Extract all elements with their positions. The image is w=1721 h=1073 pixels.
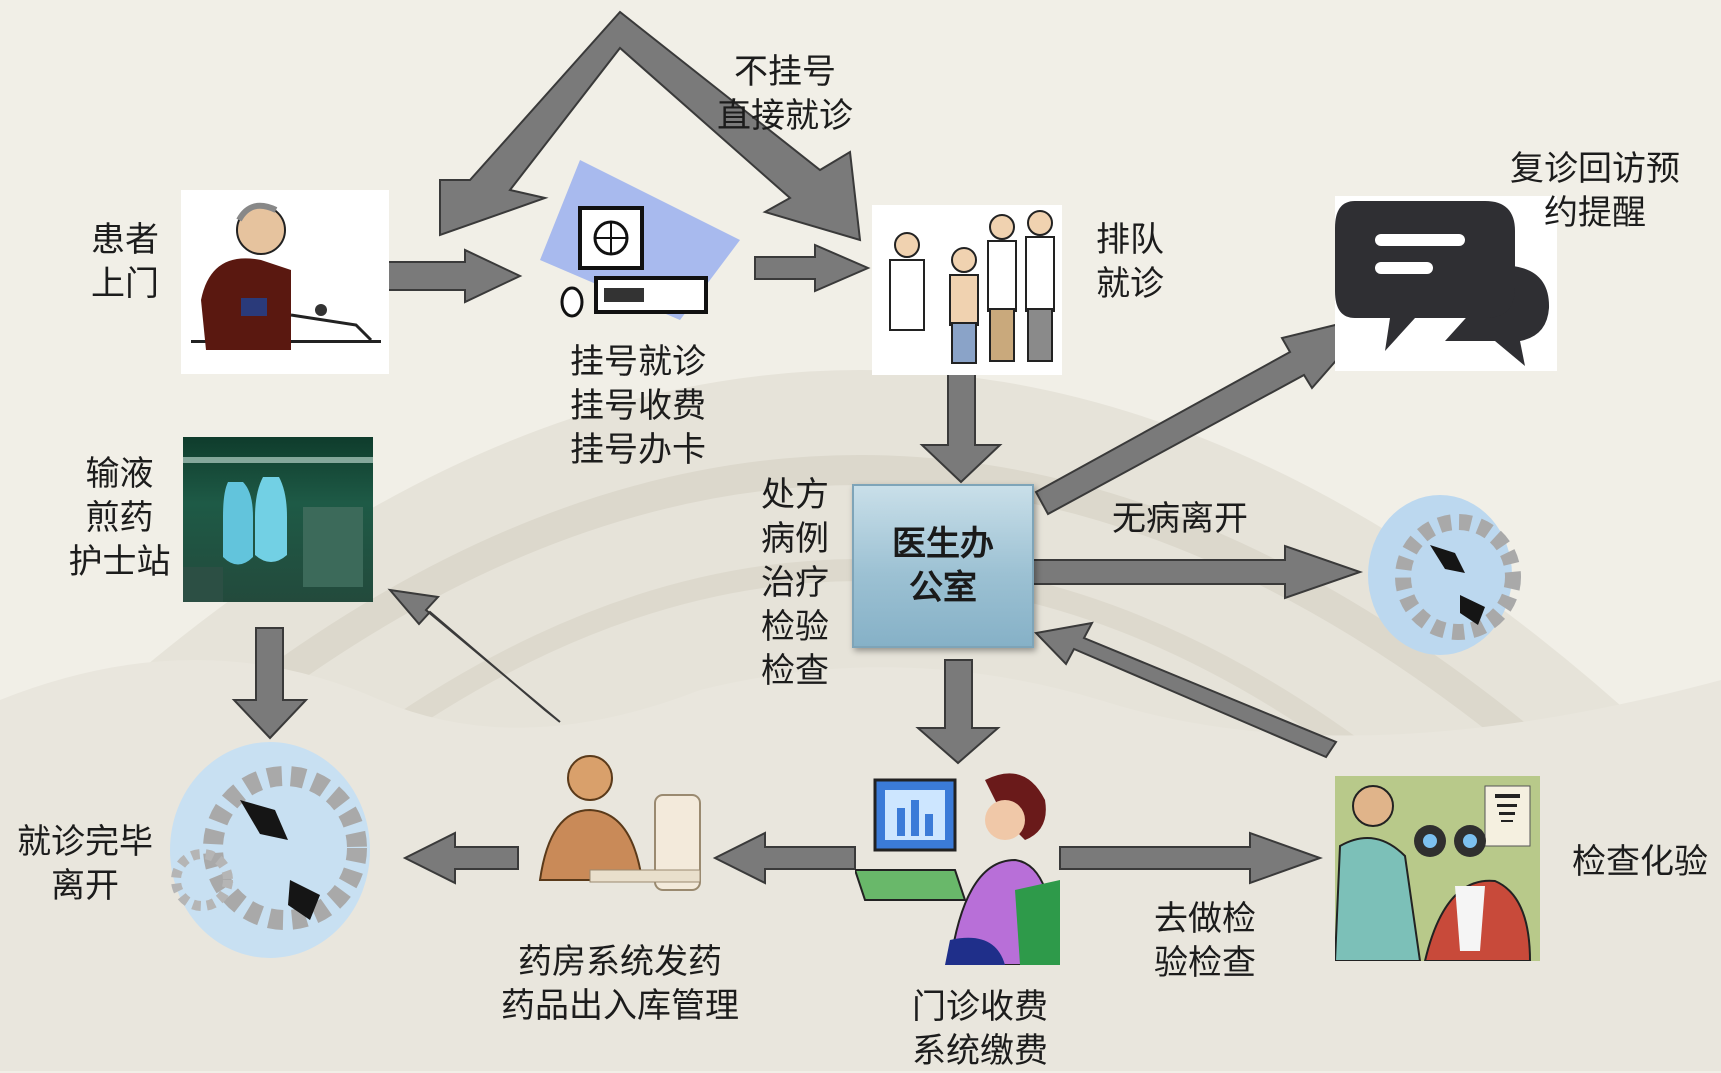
queue-label: 排队 就诊: [1090, 218, 1170, 306]
payment-label: 门诊收费 系统缴费: [895, 985, 1065, 1073]
infusion-label: 输液 煎药 护士站: [62, 452, 177, 584]
patient-label-line-1: 患者: [91, 220, 159, 260]
skip-register-line-1: 不挂号: [734, 52, 836, 92]
arrow-infusion-to-done: [231, 627, 309, 740]
patient-picture: [181, 190, 389, 374]
payment-line-2: 系统缴费: [912, 1031, 1048, 1071]
done-line-1: 就诊完毕: [17, 822, 153, 862]
exam-lab-label: 检查化验: [1565, 840, 1715, 884]
registration-line-1: 挂号就诊: [570, 342, 706, 382]
doctor-office-box: 医生办 公室: [852, 484, 1034, 648]
doctor-task-4: 检验: [761, 607, 829, 647]
queue-line-2: 就诊: [1096, 264, 1164, 304]
followup-label: 复诊回访预 约提醒: [1505, 147, 1685, 235]
registration-line-2: 挂号收费: [570, 386, 706, 426]
go-exam-line-1: 去做检: [1154, 899, 1256, 939]
arrow-exam-to-office: [1033, 621, 1338, 759]
no-illness-label: 无病离开: [1100, 497, 1260, 541]
go-exam-line-2: 验检查: [1154, 943, 1256, 983]
doctor-tasks-label: 处方 病例 治疗 检验 检查: [755, 473, 835, 693]
registration-computer-picture: [520, 150, 750, 350]
arrow-office-to-followup: [1034, 313, 1379, 516]
patient-label: 患者 上门: [80, 218, 170, 306]
skip-register-line-2: 直接就诊: [717, 96, 853, 136]
arrow-office-to-leave: [1032, 544, 1364, 600]
registration-line-3: 挂号办卡: [570, 430, 706, 470]
queue-picture: [872, 205, 1062, 375]
pharmacy-line-1: 药房系统发药: [518, 942, 722, 982]
infusion-line-3: 护士站: [68, 542, 171, 582]
doctor-task-3: 治疗: [761, 563, 829, 603]
doctor-task-5: 检查: [761, 651, 829, 691]
doctor-task-1: 处方: [761, 475, 829, 515]
doctor-office-line-2: 公室: [909, 568, 977, 608]
go-exam-label: 去做检 验检查: [1145, 897, 1265, 985]
doctor-office-line-1: 医生办: [892, 524, 994, 564]
registration-label: 挂号就诊 挂号收费 挂号办卡: [558, 340, 718, 472]
done-label: 就诊完毕 离开: [10, 820, 160, 908]
infusion-photo: [183, 437, 373, 602]
exam-eye-doctor-picture: [1335, 776, 1540, 961]
arrow-pharmacy-to-infusion: [387, 588, 561, 723]
arrow-queue-to-office: [919, 371, 1003, 484]
pharmacy-line-2: 药品出入库管理: [501, 986, 739, 1026]
infusion-line-1: 输液: [85, 454, 154, 494]
followup-line-2: 约提醒: [1544, 193, 1646, 233]
queue-line-1: 排队: [1096, 220, 1164, 260]
pharmacy-clerk-picture: [520, 740, 720, 915]
done-line-2: 离开: [51, 866, 119, 906]
arrow-register-to-queue: [754, 243, 871, 293]
payment-line-1: 门诊收费: [912, 987, 1048, 1027]
skip-register-label: 不挂号 直接就诊: [700, 50, 870, 138]
arrow-office-to-payment: [915, 659, 1001, 765]
arrow-pharmacy-to-done: [402, 831, 519, 885]
leave-runners-picture-right: [1360, 485, 1530, 660]
patient-label-line-2: 上门: [91, 264, 159, 304]
infusion-line-2: 煎药: [85, 498, 154, 538]
leave-runners-picture-left: [160, 730, 382, 962]
pharmacy-label: 药房系统发药 药品出入库管理: [480, 940, 760, 1028]
chat-bubbles-icon: [1335, 196, 1557, 371]
followup-line-1: 复诊回访预: [1510, 149, 1680, 189]
arrow-payment-to-pharmacy: [712, 831, 856, 885]
arrow-payment-to-exam: [1059, 831, 1323, 885]
doctor-task-2: 病例: [761, 519, 829, 559]
no-illness-text: 无病离开: [1112, 499, 1248, 539]
exam-lab-text: 检查化验: [1572, 842, 1708, 882]
cashier-picture: [855, 760, 1060, 965]
arrow-skip-register: [439, 10, 862, 242]
